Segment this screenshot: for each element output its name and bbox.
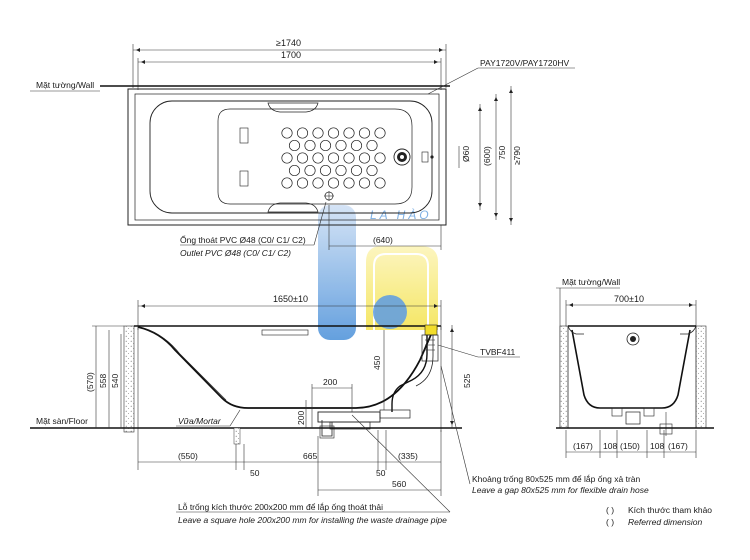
end-bottom-dims: (167)108(150)108(167) bbox=[573, 441, 688, 451]
side-view: 1650±10 TVBF411 Mặt sàn/Floor bbox=[30, 294, 520, 496]
end-dim-label: (167) bbox=[573, 441, 593, 451]
dim-depth-790: ≥790 bbox=[512, 146, 522, 165]
dim-depth-600: (600) bbox=[482, 146, 492, 166]
hole-note-vi: Lỗ trống kích thước 200x200 mm để lắp ốn… bbox=[178, 502, 383, 512]
end-tub-profile bbox=[571, 329, 691, 409]
dim-200-width: 200 bbox=[323, 377, 337, 387]
anti-slip-dot bbox=[343, 152, 355, 164]
dim-525: 525 bbox=[462, 374, 472, 388]
end-right-hatch bbox=[695, 325, 707, 429]
dim-depth-750: 750 bbox=[497, 146, 507, 160]
dim-side-length: 1650±10 bbox=[273, 294, 308, 304]
anti-slip-dot bbox=[281, 152, 293, 164]
legend-ref-en: Referred dimension bbox=[628, 517, 702, 527]
anti-slip-dot bbox=[281, 127, 293, 139]
dim-200-height: 200 bbox=[296, 411, 306, 425]
anti-slip-dot bbox=[288, 164, 301, 177]
end-dim-label: 108 bbox=[603, 441, 617, 451]
hole-note-en: Leave a square hole 200x200 mm for insta… bbox=[178, 515, 447, 525]
legend-paren-2: ( ) bbox=[606, 517, 614, 527]
anti-slip-dot bbox=[296, 152, 309, 164]
anti-slip-dot bbox=[281, 177, 293, 189]
handle-bottom bbox=[267, 202, 319, 213]
wall-label-end: Mặt tường/Wall bbox=[562, 277, 620, 287]
end-dim-label: (167) bbox=[668, 441, 688, 451]
dim-50-right: 50 bbox=[376, 468, 386, 478]
handle-top bbox=[267, 102, 319, 113]
anti-slip-dot bbox=[343, 127, 355, 139]
anti-slip-dot bbox=[374, 127, 386, 139]
outlet-label-en: Outlet PVC Ø48 (C0/ C1/ C2) bbox=[180, 248, 291, 258]
tub-side-profile bbox=[137, 326, 434, 409]
anti-slip-dot bbox=[304, 164, 316, 177]
watermark-text: LA HÀO bbox=[370, 207, 432, 222]
anti-slip-dot-pattern bbox=[281, 127, 386, 189]
gap-note-vi: Khoảng trống 80x525 mm để lắp ống xả trà… bbox=[472, 474, 640, 484]
anti-slip-dot bbox=[358, 177, 371, 189]
end-dim-label: 108 bbox=[650, 441, 664, 451]
left-wall-hatch bbox=[123, 325, 135, 433]
anti-slip-dot bbox=[288, 139, 301, 152]
anti-slip-dot bbox=[374, 177, 386, 189]
floor-label: Mặt sàn/Floor bbox=[36, 416, 88, 426]
notes: Khoảng trống 80x525 mm để lắp ống xả trà… bbox=[176, 365, 649, 525]
anti-slip-dot bbox=[335, 164, 347, 177]
dim-550: (550) bbox=[178, 451, 198, 461]
anti-slip-dot bbox=[312, 127, 324, 139]
anti-slip-dot bbox=[366, 139, 378, 152]
tub-inner-basin bbox=[149, 100, 433, 214]
dim-end-width: 700±10 bbox=[614, 294, 644, 304]
dim-560: 560 bbox=[392, 479, 406, 489]
watermark-blue-dot bbox=[373, 295, 407, 329]
legend: ( ) Kích thước tham khảo ( ) Referred di… bbox=[606, 505, 712, 527]
dim-width: 1700 bbox=[281, 50, 301, 60]
anti-slip-dot bbox=[327, 127, 340, 139]
anti-slip-dot bbox=[327, 152, 340, 164]
anti-slip-dot bbox=[366, 164, 378, 177]
end-view: Mặt tường/Wall 700±10 (1 bbox=[556, 277, 714, 458]
anti-slip-dot bbox=[312, 177, 324, 189]
dim-overall: ≥1740 bbox=[276, 38, 301, 48]
anti-slip-dot bbox=[343, 177, 355, 189]
gap-note-en: Leave a gap 80x525 mm for flexible drain… bbox=[472, 485, 649, 495]
tub-outer-rim bbox=[127, 88, 447, 226]
anti-slip-dot bbox=[327, 177, 340, 189]
anti-slip-dot bbox=[296, 127, 309, 139]
anti-slip-dot bbox=[319, 139, 332, 152]
anti-slip-dot bbox=[319, 164, 332, 177]
end-left-hatch bbox=[559, 325, 569, 429]
dim-335: (335) bbox=[398, 451, 418, 461]
dim-558: 558 bbox=[98, 374, 108, 388]
drain-outlet-icon bbox=[393, 148, 411, 166]
dim-570: (570) bbox=[85, 372, 95, 392]
drain-model-label: TVBF411 bbox=[480, 347, 516, 357]
legend-paren-1: ( ) bbox=[606, 505, 614, 515]
anti-slip-dot bbox=[374, 152, 386, 164]
dim-phi: Ø60 bbox=[461, 146, 471, 162]
wall-label-top: Mặt tường/Wall bbox=[36, 80, 94, 90]
outlet-label-vi: Ống thoát PVC Ø48 (C0/ C1/ C2) bbox=[180, 234, 306, 245]
mortar-label: Vữa/Mortar bbox=[178, 416, 222, 426]
anti-slip-dot bbox=[358, 127, 371, 139]
end-overflow-icon bbox=[626, 332, 640, 346]
anti-slip-dot bbox=[296, 177, 309, 189]
anti-slip-dot bbox=[350, 164, 363, 177]
anti-slip-dot bbox=[350, 139, 363, 152]
anti-slip-dot bbox=[358, 152, 371, 164]
end-dim-label: (150) bbox=[620, 441, 640, 451]
anti-slip-dot bbox=[335, 139, 347, 152]
anti-slip-dot bbox=[304, 139, 316, 152]
model-label: PAY1720V/PAY1720HV bbox=[480, 58, 569, 68]
legend-ref-vi: Kích thước tham khảo bbox=[628, 505, 712, 515]
dim-540: 540 bbox=[110, 374, 120, 388]
dim-665: 665 bbox=[303, 451, 317, 461]
top-view: ≥1740 1700 Mặt tường/Wall PAY1720V/PAY17… bbox=[30, 38, 575, 258]
dim-450: 450 bbox=[372, 356, 382, 370]
dim-50-left: 50 bbox=[250, 468, 260, 478]
dim-640: (640) bbox=[373, 235, 393, 245]
anti-slip-dot bbox=[312, 152, 324, 164]
